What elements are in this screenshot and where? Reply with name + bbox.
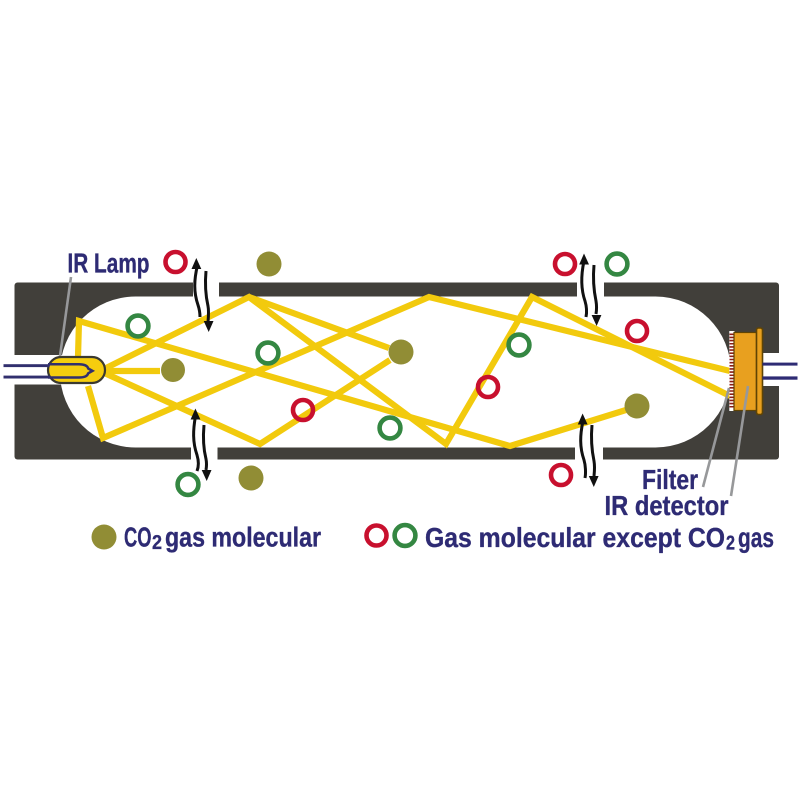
svg-text:2: 2 [726, 533, 735, 555]
svg-text:Gas molecular except CO: Gas molecular except CO [425, 522, 725, 553]
svg-text:Filter: Filter [642, 464, 698, 495]
svg-text:IR Lamp: IR Lamp [68, 248, 150, 279]
svg-text:2: 2 [152, 532, 162, 554]
svg-text:IR detector: IR detector [605, 490, 729, 521]
svg-text:CO: CO [124, 522, 152, 553]
svg-text:gas: gas [738, 522, 774, 553]
svg-text:gas molecular: gas molecular [165, 522, 321, 553]
